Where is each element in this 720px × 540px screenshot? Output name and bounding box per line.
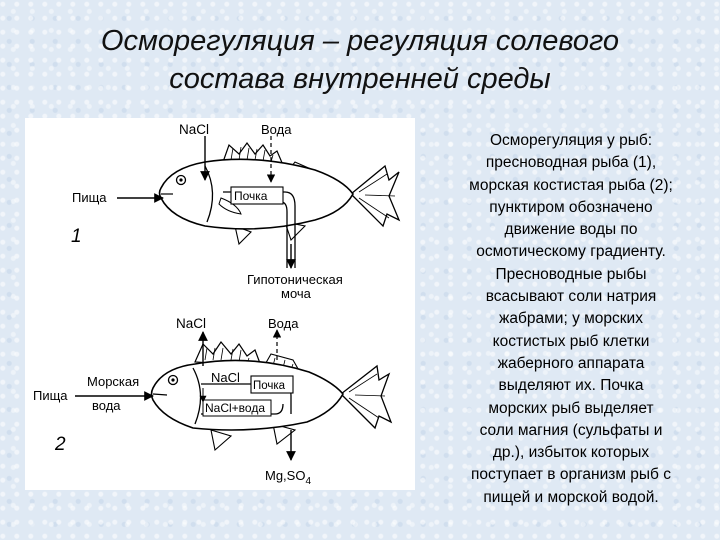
fish-2-water-label: Вода <box>268 316 299 331</box>
caption-line: поступает в организм рыб с <box>470 466 671 484</box>
title-line-1: Осморегуляция – регуляция солевого <box>100 25 620 57</box>
title-line-2: состава внутренней среды <box>169 63 551 95</box>
caption-line: пищей и морской водой. <box>483 488 659 506</box>
caption-line: Осморегуляция у рыб: <box>489 132 653 149</box>
fish-2-inner-nacl-label: NaCl <box>211 370 240 385</box>
fish-2-seawater-label-2: вода <box>92 398 121 413</box>
fish-1-kidney-label: Почка <box>234 189 268 203</box>
fish-diagram: NaCl Вода Пища Почка 1 Гипотоническая мо… <box>33 122 401 487</box>
caption-line: пунктиром обозначено <box>489 198 653 216</box>
caption-line: Пресноводные рыбы <box>495 265 647 283</box>
caption-line: костистых рыб клетки <box>492 332 650 350</box>
fish-2-marine <box>75 329 393 461</box>
slide-title: Осморегуляция – регуляция солевого соста… <box>40 22 680 98</box>
fish-2-number: 2 <box>54 434 66 455</box>
caption-line: движение воды по <box>504 221 638 239</box>
caption-line: всасывают соли натрия <box>485 288 657 306</box>
fish-2-excretion-subscript: 4 <box>305 476 311 487</box>
caption-line: выделяют их. Почка <box>498 377 644 395</box>
fish-2-food-label: Пища <box>33 388 68 403</box>
caption-line: пресноводная рыба (1), <box>485 154 657 172</box>
fish-1-food-label: Пища <box>72 190 107 205</box>
osmoregulation-figure: NaCl Вода Пища Почка 1 Гипотоническая мо… <box>25 118 415 490</box>
figure-caption: Осморегуляция у рыб: пресноводная рыба (… <box>432 130 710 509</box>
caption-line: жабрами; у морских <box>499 310 643 328</box>
fish-2-excretion-label: Mg,SO4 <box>265 468 311 487</box>
fish-1-water-label: Вода <box>261 122 292 137</box>
fish-2-seawater-label-1: Морская <box>87 374 139 389</box>
caption-line: морская костистая рыба (2); <box>469 176 673 194</box>
fish-2-nacl-label: NaCl <box>176 316 206 331</box>
caption-line: др.), избыток которых <box>492 444 650 462</box>
fish-1-urine-label-1: Гипотоническая <box>247 272 343 287</box>
caption-line: соли магния (сульфаты и <box>479 421 663 439</box>
caption-line: жаберного аппарата <box>497 354 645 372</box>
fish-2-kidney-label: Почка <box>253 380 286 392</box>
fish-1-number: 1 <box>71 226 82 247</box>
fish-1-freshwater <box>117 136 401 269</box>
fish-2-excretion-main: Mg,SO <box>265 468 305 483</box>
caption-line: осмотическому градиенту. <box>476 243 666 261</box>
fish-1-nacl-label: NaCl <box>179 122 209 137</box>
caption-line: морских рыб выделяет <box>488 399 654 417</box>
fish-1-urine-label-2: моча <box>281 286 312 301</box>
fish-2-nacl-water-label: NaCl+вода <box>205 401 265 415</box>
